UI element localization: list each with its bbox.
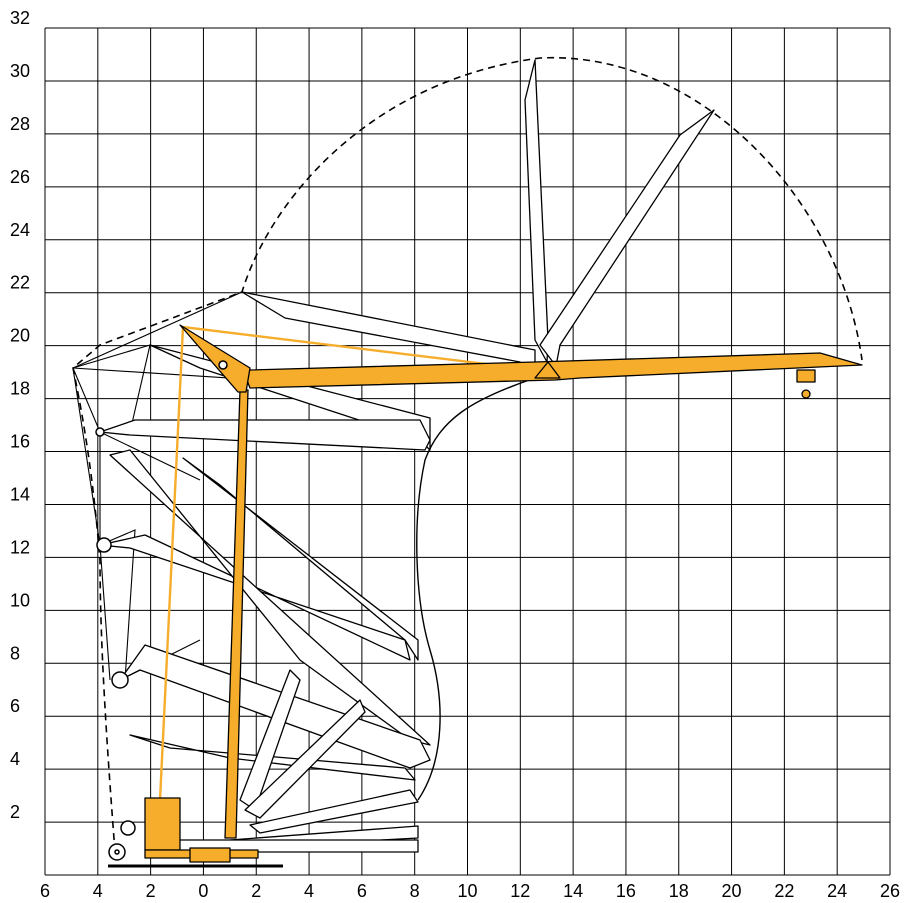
y-tick-label: 12 — [10, 537, 30, 557]
y-tick-label: 26 — [10, 167, 30, 187]
x-tick-label: 10 — [457, 881, 477, 901]
y-tick-label: 4 — [10, 749, 20, 769]
boom-positions — [99, 59, 715, 853]
x-tick-label: 0 — [198, 881, 208, 901]
boom-position-3 — [244, 699, 366, 819]
boom-position-8 — [119, 644, 431, 769]
grid — [44, 27, 891, 876]
y-tick-label: 30 — [10, 61, 30, 81]
crane-main-configuration — [144, 324, 863, 863]
boom-position-2 — [249, 789, 419, 834]
x-tick-label: 20 — [722, 881, 742, 901]
x-tick-label: 8 — [410, 881, 420, 901]
x-tick-label: 18 — [669, 881, 689, 901]
crane-jib-tip — [534, 361, 561, 379]
y-tick-label: 28 — [10, 114, 30, 134]
joint-pins — [95, 427, 136, 861]
crane-counterweight — [144, 797, 181, 851]
x-tick-label: 26 — [880, 881, 900, 901]
boom-position-17 — [99, 419, 431, 451]
y-tick-label: 22 — [10, 273, 30, 293]
x-tick-label: 2 — [251, 881, 261, 901]
x-tick-label: 14 — [563, 881, 583, 901]
boom-position-13 — [99, 534, 411, 661]
x-tick-label: 16 — [616, 881, 636, 901]
x-tick-label: 24 — [827, 881, 847, 901]
y-tick-label: 8 — [10, 643, 20, 663]
x-tick-label: 6 — [40, 881, 50, 901]
crane-base — [189, 847, 231, 863]
y-tick-label: 18 — [10, 379, 30, 399]
x-tick-label: 12 — [510, 881, 530, 901]
y-tick-label: 32 — [10, 8, 30, 28]
y-tick-label: 2 — [10, 802, 20, 822]
working-range-envelope — [72, 57, 863, 853]
crane-main-boom — [224, 389, 249, 839]
x-tick-label: 6 — [357, 881, 367, 901]
y-tick-label: 6 — [10, 696, 20, 716]
boom-position-vertical — [524, 59, 549, 363]
inner-range-curve — [416, 377, 536, 801]
boom-position-10 — [109, 449, 431, 746]
boom-position-steep — [539, 109, 715, 367]
y-tick-label: 14 — [10, 484, 30, 504]
y-tick-label: 20 — [10, 326, 30, 346]
boom-position-15 — [182, 457, 419, 661]
crane-boom-head — [179, 324, 251, 393]
boom-position-22 — [241, 291, 536, 373]
y-tick-label: 24 — [10, 220, 30, 240]
y-tick-label: 16 — [10, 432, 30, 452]
crane-hook-block — [796, 369, 816, 383]
y-tick-label: 10 — [10, 590, 30, 610]
x-tick-label: 4 — [93, 881, 103, 901]
x-tick-label: 22 — [774, 881, 794, 901]
x-tick-label: 2 — [146, 881, 156, 901]
x-tick-label: 4 — [304, 881, 314, 901]
